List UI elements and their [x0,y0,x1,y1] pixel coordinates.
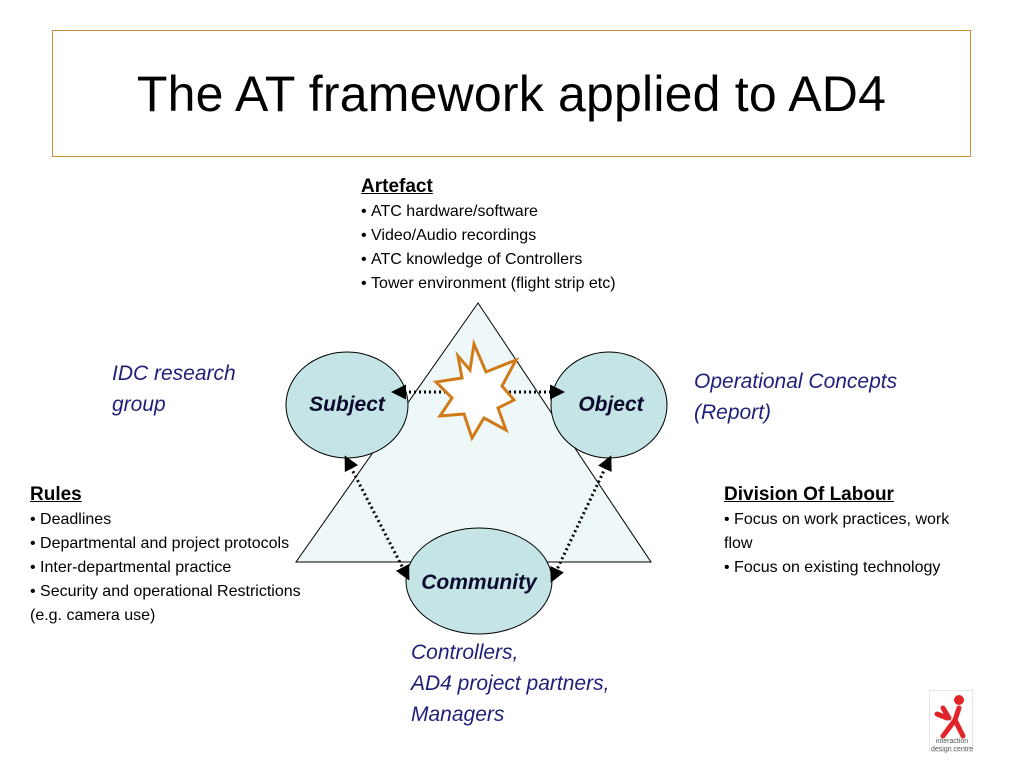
list-item: Security and operational Restrictions (e… [30,580,305,628]
logo-text: interaction design centre [926,738,978,754]
idc-logo-icon [929,690,973,752]
subject-label: Subject [309,393,385,416]
list-item: Video/Audio recordings [361,224,691,248]
community-note-line: AD4 project partners, [411,672,610,695]
slide-title: The AT framework applied to AD4 [136,65,887,122]
list-item: ATC hardware/software [361,200,691,224]
subject-note-line: group [112,393,166,416]
division-of-labour-heading: Division Of Labour [724,484,894,505]
tension-burst-icon [432,338,520,442]
community-note-line: Managers [411,703,505,726]
list-item: Inter-departmental practice [30,556,305,580]
logo-text-line: interaction [935,738,969,745]
community-note: Controllers, AD4 project partners, Manag… [411,637,711,730]
logo-text-line: design centre [930,746,974,753]
community-note-line: Controllers, [411,641,519,664]
community-label: Community [421,571,537,594]
artefact-block: Artefact ATC hardware/software Video/Aud… [361,174,691,296]
list-item: Departmental and project protocols [30,532,305,556]
list-item: Focus on existing technology [724,556,974,580]
rules-block: Rules Deadlines Departmental and project… [30,482,305,628]
object-note-line: (Report) [694,401,772,424]
object-note: Operational Concepts (Report) [694,366,974,428]
artefact-list: ATC hardware/software Video/Audio record… [361,200,691,296]
subject-note-line: IDC research [112,362,236,385]
rules-list: Deadlines Departmental and project proto… [30,508,305,628]
list-item: Deadlines [30,508,305,532]
division-of-labour-block: Division Of Labour Focus on work practic… [724,482,974,580]
list-item: Focus on work practices, work flow [724,508,974,556]
object-note-line: Operational Concepts [694,370,898,393]
title-box: The AT framework applied to AD4 [52,30,971,157]
division-of-labour-list: Focus on work practices, work flow Focus… [724,508,974,580]
list-item: Tower environment (flight strip etc) [361,272,691,296]
subject-note: IDC research group [112,358,292,420]
artefact-heading: Artefact [361,176,433,197]
object-label: Object [578,393,644,416]
list-item: ATC knowledge of Controllers [361,248,691,272]
rules-heading: Rules [30,484,82,505]
